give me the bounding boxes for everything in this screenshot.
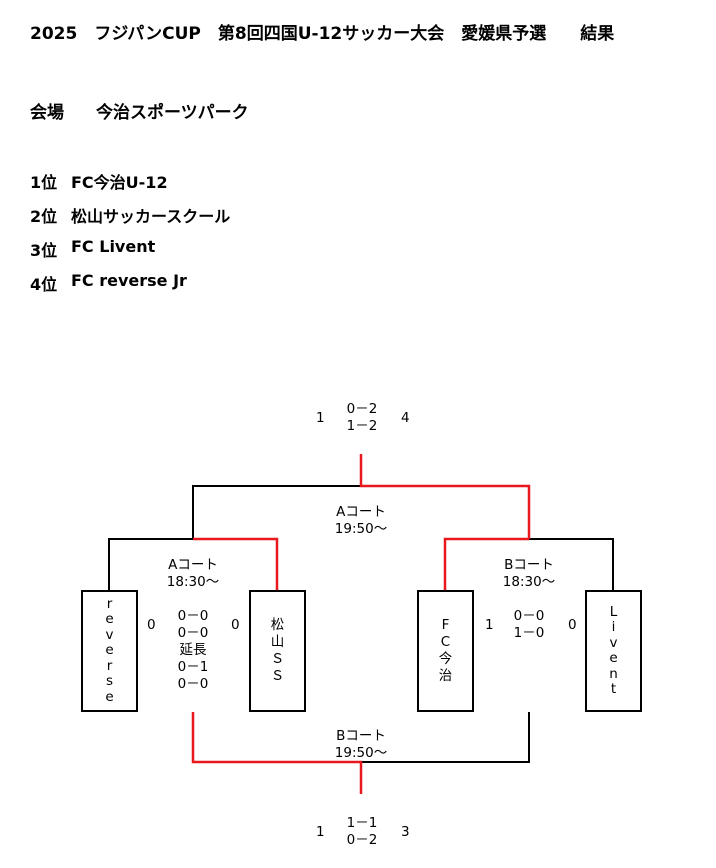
semi2-time: 18:30～	[502, 574, 556, 590]
final-left-score: 1	[316, 410, 325, 426]
semi1-extra-2: 0－0	[177, 676, 209, 692]
team-box-fc-imabari: F C 今 治	[417, 590, 474, 712]
team-char: t	[610, 681, 617, 697]
team-char: r	[106, 595, 113, 612]
rank-team-4: FC reverse Jr	[71, 271, 187, 290]
venue-label: 会場	[30, 103, 64, 123]
line-semi1-winner	[193, 537, 279, 590]
team-char: e	[609, 650, 618, 666]
rank-place-2: 2位	[30, 207, 58, 226]
team-char: 山	[270, 634, 285, 650]
team-box-reverse: r e v e r s e	[81, 590, 138, 712]
team-char: 治	[438, 668, 453, 684]
team-char: C	[440, 634, 451, 650]
third-right-score: 3	[401, 824, 410, 840]
third-time: 19:50～	[334, 745, 388, 761]
rank-team-1: FC今治U-12	[71, 173, 168, 192]
rank-team-2: 松山サッカースクール	[71, 207, 231, 226]
team-char: 今	[438, 651, 453, 667]
semi1-extra-label: 延長	[179, 642, 207, 658]
team-char: 松	[270, 617, 285, 633]
line-third-winner	[191, 712, 363, 794]
semi1-extra-1: 0－1	[177, 659, 209, 675]
line-final-winner	[359, 454, 531, 539]
semi2-half-2: 1－0	[513, 625, 545, 641]
semi1-left-score: 0	[147, 617, 156, 633]
semi1-half-1: 0－0	[177, 608, 209, 624]
team-box-livent: L i v e n t	[585, 590, 642, 712]
team-char: r	[106, 657, 113, 674]
final-time: 19:50～	[334, 521, 388, 537]
final-right-score: 4	[401, 410, 410, 426]
semi2-half-1: 0－0	[513, 608, 545, 624]
rank-place-3: 3位	[30, 241, 58, 260]
rank-place-1: 1位	[30, 173, 58, 192]
semi1-court: Aコート	[168, 557, 218, 573]
venue-name: 今治スポーツパーク	[96, 103, 249, 123]
line-semi2-winner	[443, 537, 529, 590]
third-half-1: 1－1	[346, 815, 378, 831]
team-char: v	[105, 626, 114, 643]
team-char: L	[609, 603, 618, 620]
team-box-matsuyama: 松 山 Ｓ Ｓ	[249, 590, 306, 712]
team-char: e	[105, 642, 114, 659]
third-half-2: 0－2	[346, 832, 378, 848]
semi1-time: 18:30～	[166, 574, 220, 590]
semi1-half-2: 0－0	[177, 625, 209, 641]
team-char: F	[441, 617, 450, 633]
semi2-left-score: 1	[485, 617, 494, 633]
final-half-2: 1－2	[346, 418, 378, 434]
rank-team-3: FC Livent	[71, 237, 156, 256]
team-char: v	[609, 634, 618, 651]
final-half-1: 0－2	[346, 401, 378, 417]
third-left-score: 1	[316, 824, 325, 840]
semi1-right-score: 0	[231, 617, 240, 633]
final-court: Aコート	[336, 504, 386, 520]
page-title: 2025 フジパンCUP 第8回四国U-12サッカー大会 愛媛県予選 結果	[30, 24, 615, 44]
line-semi1-left	[108, 538, 193, 590]
line-third-right	[361, 712, 530, 763]
team-char: n	[609, 665, 618, 682]
team-char: Ｓ	[270, 651, 285, 667]
semi2-right-score: 0	[568, 617, 577, 633]
team-char: s	[105, 673, 114, 690]
line-final-left	[192, 485, 361, 539]
team-char: e	[105, 611, 114, 628]
team-char: e	[105, 688, 114, 705]
line-semi2-right	[529, 538, 614, 590]
semi2-court: Bコート	[504, 557, 554, 573]
third-court: Bコート	[336, 728, 386, 744]
rank-place-4: 4位	[30, 275, 58, 294]
team-char: Ｓ	[270, 668, 285, 684]
team-char: i	[611, 619, 616, 635]
